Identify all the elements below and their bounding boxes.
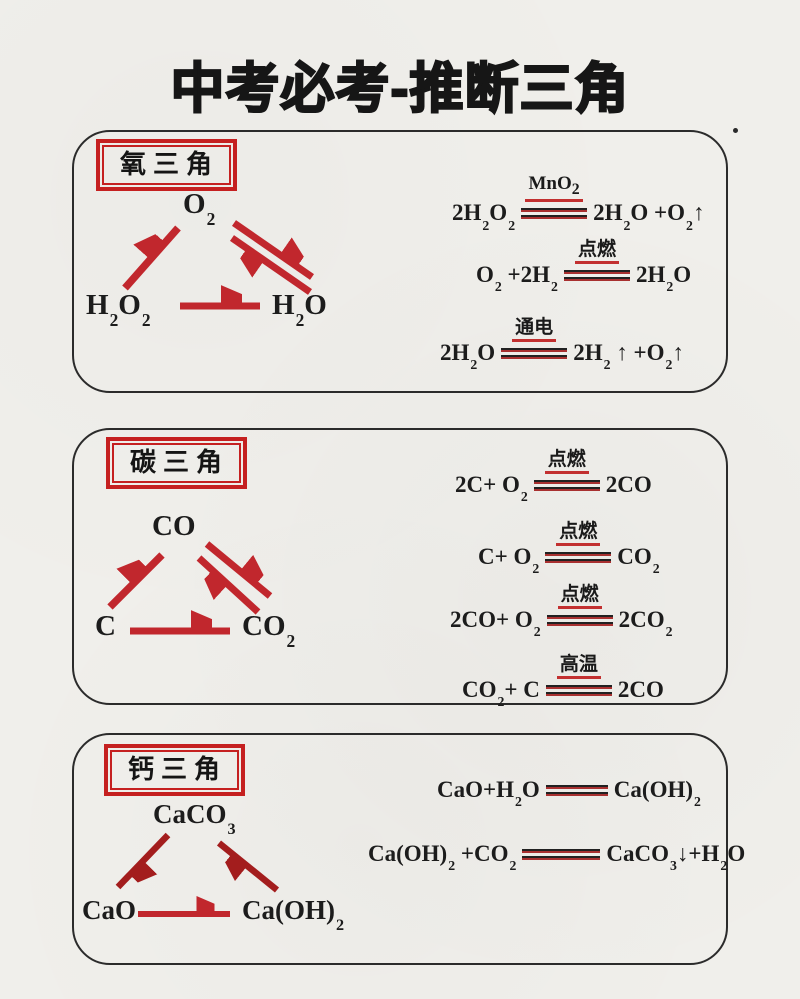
- equals-sign: [545, 782, 608, 801]
- equals-with-condition: 通电: [501, 318, 568, 364]
- equals-sign: [522, 846, 601, 865]
- equation-left: 2C+ O2: [455, 471, 528, 505]
- equation-right: 2H2O: [635, 261, 692, 295]
- condition-label: 点燃: [556, 522, 601, 546]
- equals-icon: [563, 267, 630, 281]
- ink-dot: [733, 128, 738, 133]
- equation-right: 2H2 ↑ +O2↑: [573, 339, 684, 373]
- equals-with-condition: 高温: [545, 655, 612, 701]
- section-oxygen-label-box: 氧三角: [96, 139, 238, 191]
- section-carbon-label: 碳三角: [112, 443, 242, 483]
- condition-label: MnO2: [525, 173, 583, 203]
- equation-left: 2CO+ O2: [450, 606, 541, 640]
- section-calcium-label: 钙三角: [110, 750, 240, 790]
- equals-icon: [521, 205, 588, 220]
- equals-with-condition: 点燃: [563, 240, 630, 286]
- equation-left: CaO+H2O: [437, 777, 540, 810]
- equation-right: 2CO2: [618, 606, 673, 640]
- equation-c1: 2C+ O2 点燃 2CO: [455, 450, 652, 505]
- calcium-triangle-arrows: [115, 832, 280, 917]
- node-caoh2: Ca(OH)2: [242, 895, 345, 934]
- equation-right: 2CO: [605, 471, 652, 497]
- page-title: 中考必考-推断三角: [169, 58, 630, 120]
- arrow-co2-to-co: [196, 555, 261, 615]
- node-o2: O2: [183, 188, 216, 229]
- equation-left: C+ O2: [478, 543, 540, 577]
- equation-ca2: Ca(OH)2 +CO2 CaCO3↓+H2O: [368, 841, 746, 874]
- equation-c3: 2CO+ O2 点燃 2CO2: [450, 585, 673, 640]
- equation-right: CO2: [617, 543, 660, 577]
- equals-icon: [546, 612, 613, 626]
- arrow-co-to-co2: [204, 541, 273, 599]
- equation-right: 2H2O +O2↑: [593, 200, 705, 233]
- arrow-caco3-to-cao: [115, 832, 171, 890]
- condition-label: 点燃: [557, 585, 602, 609]
- equation-left: Ca(OH)2 +CO2: [368, 841, 517, 874]
- condition-label: 通电: [512, 318, 557, 342]
- equation-right: CaCO3↓+H2O: [606, 841, 746, 874]
- arrow-c-to-co: [107, 552, 165, 610]
- condition-label: 点燃: [574, 240, 619, 264]
- equation-left: 2H2O: [440, 339, 496, 373]
- node-co2: CO2: [242, 610, 296, 651]
- equals-with-condition: 点燃: [546, 585, 613, 631]
- node-h2o: H2O: [272, 289, 327, 330]
- node-cao: CaO: [82, 895, 136, 925]
- equals-with-condition: MnO2: [521, 173, 588, 224]
- node-caco3: CaCO3: [153, 799, 236, 838]
- equals-icon: [501, 345, 568, 359]
- equals-with-condition: 点燃: [533, 450, 600, 496]
- equation-o2: O2 +2H2 点燃 2H2O: [476, 240, 692, 295]
- node-co: CO: [152, 510, 196, 542]
- equation-left: CO2+ C: [462, 676, 540, 710]
- arrow-h2o-to-o2: [230, 235, 312, 295]
- arrow-h2o2-to-o2: [122, 225, 181, 291]
- equation-right: 2CO: [617, 676, 664, 702]
- equation-c2: C+ O2 点燃 CO2: [478, 522, 660, 577]
- node-h2o2: H2O2: [86, 289, 151, 330]
- node-c: C: [95, 610, 116, 642]
- equals-icon: [545, 782, 608, 796]
- equation-ca1: CaO+H2O Ca(OH)2: [437, 777, 701, 810]
- section-calcium-label-box: 钙三角: [104, 744, 246, 796]
- equation-o1: 2H2O2 MnO2 2H2O +O2↑: [452, 173, 705, 233]
- equals-with-condition: 点燃: [545, 522, 612, 568]
- condition-label: 高温: [556, 655, 601, 679]
- arrow-o2-to-h2o: [232, 220, 314, 280]
- equation-left: 2H2O2: [452, 200, 516, 233]
- equation-left: O2 +2H2: [476, 261, 558, 295]
- equals-icon: [545, 682, 612, 696]
- condition-label: 点燃: [544, 450, 589, 474]
- carbon-triangle-arrows: [107, 541, 273, 635]
- equals-icon: [522, 846, 601, 860]
- section-oxygen-label: 氧三角: [102, 145, 232, 185]
- equals-icon: [545, 549, 612, 563]
- equals-icon: [533, 477, 600, 491]
- section-carbon-box: [72, 428, 728, 705]
- arrow-caoh2-to-caco3: [216, 840, 280, 893]
- equation-c4: CO2+ C 高温 2CO: [462, 655, 664, 710]
- section-carbon-label-box: 碳三角: [106, 437, 248, 489]
- equation-o3: 2H2O 通电 2H2 ↑ +O2↑: [440, 318, 684, 373]
- section-oxygen-box: [72, 130, 728, 393]
- oxygen-triangle-arrows: [122, 220, 314, 310]
- equation-right: Ca(OH)2: [613, 777, 701, 810]
- section-calcium-box: [72, 733, 728, 965]
